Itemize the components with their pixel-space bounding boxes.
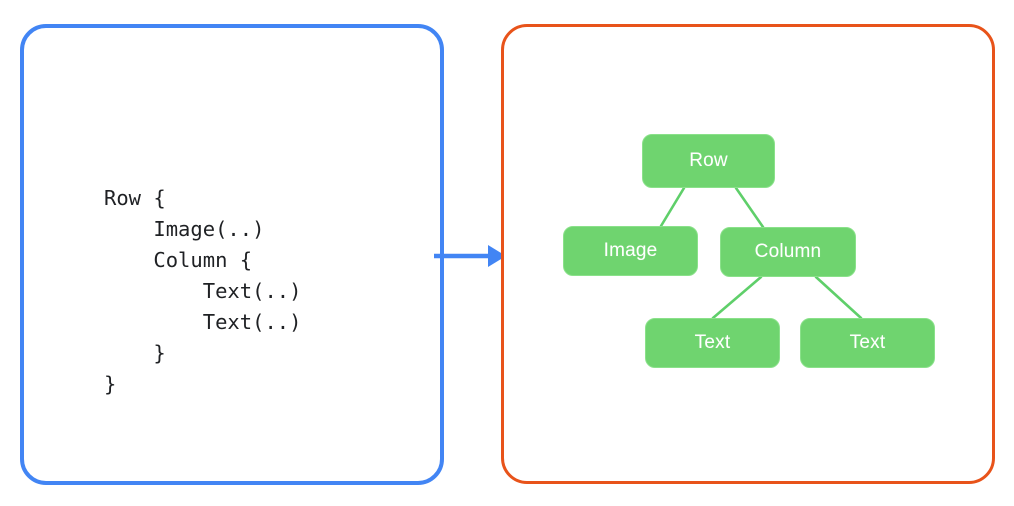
code-panel: Row { Image(..) Column { Text(..) Text(.… xyxy=(20,24,444,485)
tree-node-row[interactable]: Row xyxy=(642,134,775,188)
arrow-head xyxy=(488,245,506,267)
tree-node-text-1[interactable]: Text xyxy=(645,318,780,368)
tree-node-column[interactable]: Column xyxy=(720,227,856,277)
tree-node-image[interactable]: Image xyxy=(563,226,698,276)
transform-arrow xyxy=(434,245,506,267)
tree-node-text-2[interactable]: Text xyxy=(800,318,935,368)
compose-code-snippet: Row { Image(..) Column { Text(..) Text(.… xyxy=(104,186,302,396)
